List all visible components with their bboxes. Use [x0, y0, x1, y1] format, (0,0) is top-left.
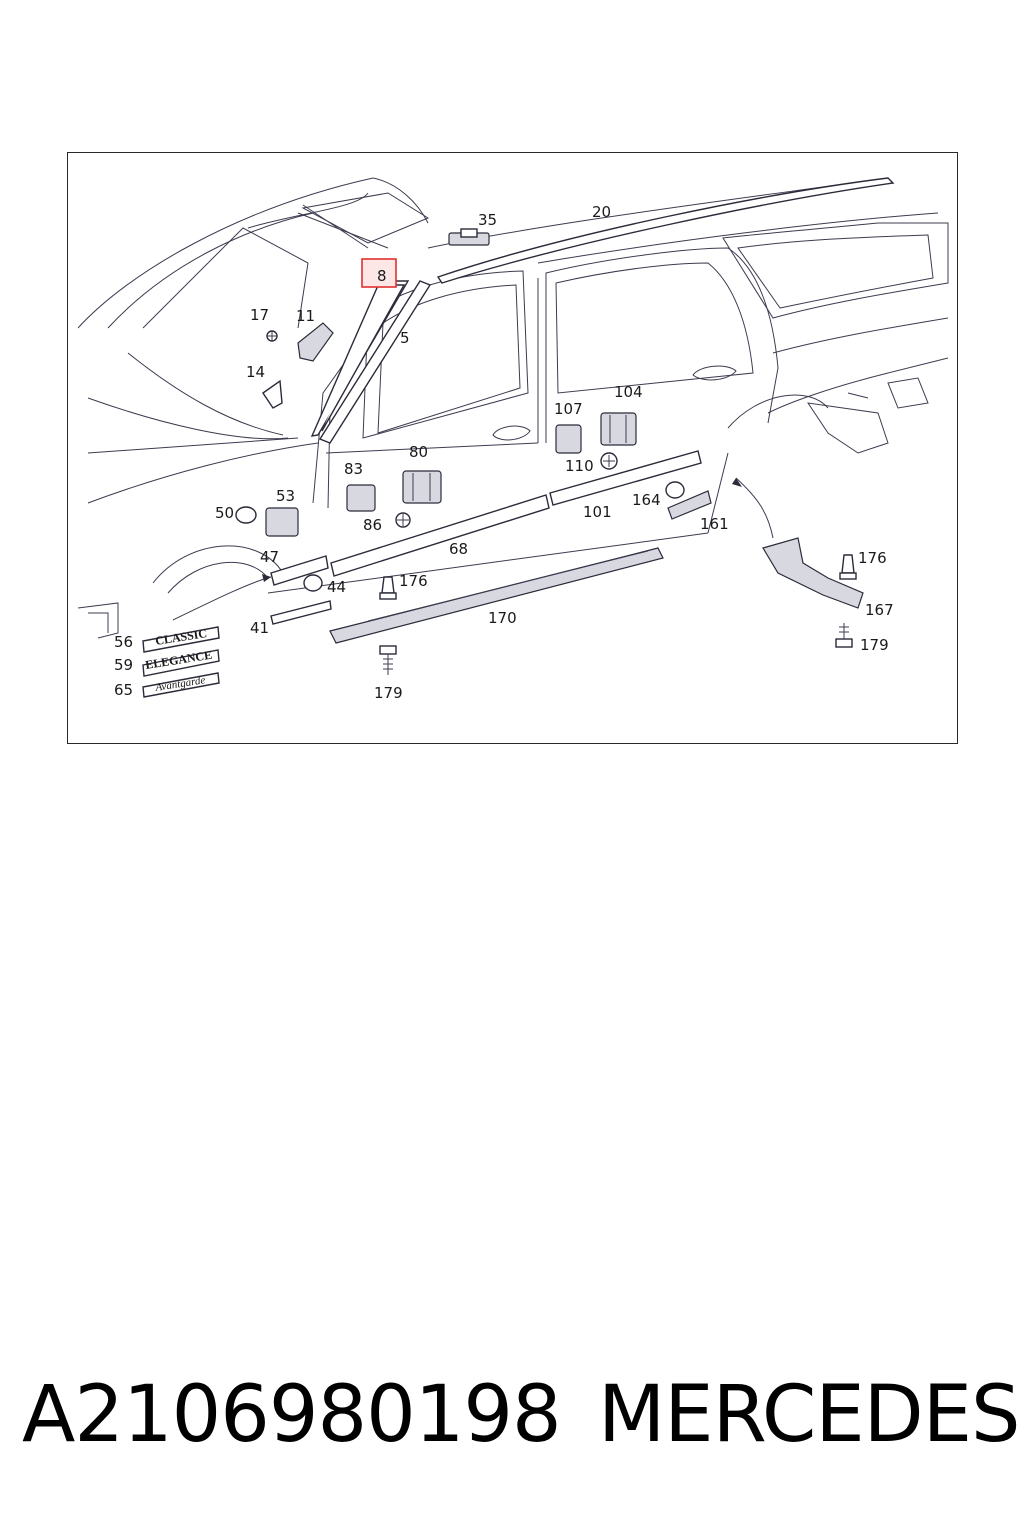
callout-41: 41	[250, 619, 269, 637]
callout-176-left: 176	[399, 572, 428, 590]
callout-8: 8	[377, 267, 387, 285]
badge-avantgarde: Avantgarde	[142, 672, 220, 698]
callout-170: 170	[488, 609, 517, 627]
callout-86: 86	[363, 516, 382, 534]
part-167-bracket	[762, 537, 864, 609]
part-17-screw	[266, 330, 278, 342]
callout-176-right: 176	[858, 549, 887, 567]
callout-56: 56	[114, 633, 133, 651]
part-176-clip-right	[839, 554, 857, 580]
svg-text:Avantgarde: Avantgarde	[154, 674, 207, 694]
car-body-outline	[77, 177, 949, 639]
callout-53: 53	[276, 487, 295, 505]
part-53-clip	[265, 507, 299, 537]
callout-164: 164	[632, 491, 661, 509]
callout-17: 17	[250, 306, 269, 324]
callout-107: 107	[554, 400, 583, 418]
parts-diagram: CLASSIC ELEGANCE Avantgarde 8 35 20 17 1…	[67, 152, 958, 744]
callout-101: 101	[583, 503, 612, 521]
callout-14: 14	[246, 363, 265, 381]
part-164-grommet	[665, 481, 685, 499]
part-104-clip	[600, 412, 637, 446]
part-50-grommet	[235, 506, 257, 524]
part-176-clip-left	[379, 576, 397, 600]
part-41-trim	[270, 600, 332, 625]
part-179-screw-right	[835, 623, 853, 648]
callout-80: 80	[409, 443, 428, 461]
callout-35: 35	[478, 211, 497, 229]
part-44-grommet	[303, 574, 323, 592]
part-11-bracket	[297, 322, 334, 362]
arrow-badges-to-fender	[172, 576, 272, 621]
badge-elegance: ELEGANCE	[142, 648, 220, 677]
part-35-clip	[448, 228, 490, 246]
part-68-front-door-moulding	[330, 494, 550, 577]
part-83-clip	[346, 484, 376, 512]
part-170-sill-panel	[329, 547, 664, 644]
part-8-a-pillar-trim	[310, 280, 410, 437]
brand-name: MERCEDES	[598, 1370, 1020, 1460]
callout-68: 68	[449, 540, 468, 558]
callout-5: 5	[400, 329, 410, 347]
callout-167: 167	[865, 601, 894, 619]
highlight-box	[361, 258, 397, 288]
callout-179-bottom: 179	[374, 684, 403, 702]
callout-44: 44	[327, 578, 346, 596]
part-179-screw-bottom	[379, 645, 397, 675]
part-5-door-frame-trim	[318, 280, 432, 444]
part-number: A2106980198	[22, 1370, 562, 1460]
badge-classic: CLASSIC	[142, 626, 220, 653]
part-101-rear-door-moulding	[549, 450, 702, 506]
exploded-view-drawing: CLASSIC ELEGANCE Avantgarde 8 35 20 17 1…	[77, 177, 949, 702]
callout-20: 20	[592, 203, 611, 221]
callout-65: 65	[114, 681, 133, 699]
arrowhead	[732, 478, 742, 487]
part-161-end-cap	[667, 490, 712, 520]
part-107-clip	[555, 424, 582, 454]
part-20-roof-rail	[436, 177, 895, 284]
callout-83: 83	[344, 460, 363, 478]
part-14-holder	[262, 379, 283, 409]
callout-11: 11	[296, 307, 315, 325]
callout-104: 104	[614, 383, 643, 401]
part-47-fender-moulding	[270, 555, 329, 586]
callout-47: 47	[260, 548, 279, 566]
callout-110: 110	[565, 457, 594, 475]
callout-50: 50	[215, 504, 234, 522]
footer: A2106980198 MERCEDES	[0, 1370, 1024, 1470]
callout-161: 161	[700, 515, 729, 533]
callout-59: 59	[114, 656, 133, 674]
part-80-clip	[402, 470, 442, 504]
callout-179-right: 179	[860, 636, 889, 654]
arrowhead	[262, 574, 271, 582]
part-86-screw	[395, 512, 411, 528]
arrow-bracket-to-body	[735, 477, 774, 539]
part-110-screw	[600, 452, 618, 470]
